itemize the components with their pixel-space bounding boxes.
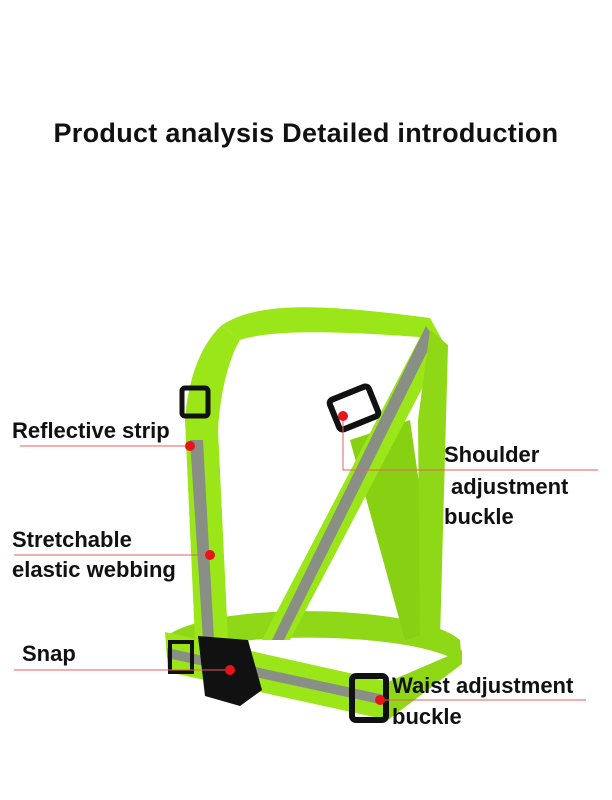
label-shoulder-line1: Shoulder	[444, 442, 540, 467]
waist-belt-back	[168, 611, 462, 664]
leader-shoulder	[342, 416, 598, 471]
marker-snap	[225, 665, 235, 675]
label-waist-line2: buckle	[392, 704, 462, 729]
label-waist-line1: Waist adjustment	[392, 673, 574, 698]
marker-shoulder	[338, 411, 348, 421]
label-stretchable-line1: Stretchable	[12, 527, 132, 552]
left-strap-buckle	[179, 385, 211, 419]
left-reflective-strip	[190, 440, 214, 640]
label-shoulder-line2: adjustment	[451, 474, 569, 499]
label-snap: Snap	[22, 641, 76, 666]
marker-reflective-strip	[185, 441, 195, 451]
waist-adjustment-buckle	[349, 673, 389, 723]
right-outer-strap	[418, 330, 448, 640]
page-title: Product analysis Detailed introduction	[53, 118, 559, 148]
shoulder-loop	[222, 307, 432, 340]
marker-stretchable	[205, 550, 215, 560]
marker-waist	[375, 695, 385, 705]
label-stretchable-line2: elastic webbing	[12, 557, 176, 582]
right-reflective-strip	[272, 326, 434, 640]
shoulder-adjustment-buckle	[326, 383, 382, 433]
label-reflective-strip: Reflective strip	[12, 418, 170, 443]
label-shoulder-line3: buckle	[444, 504, 514, 529]
